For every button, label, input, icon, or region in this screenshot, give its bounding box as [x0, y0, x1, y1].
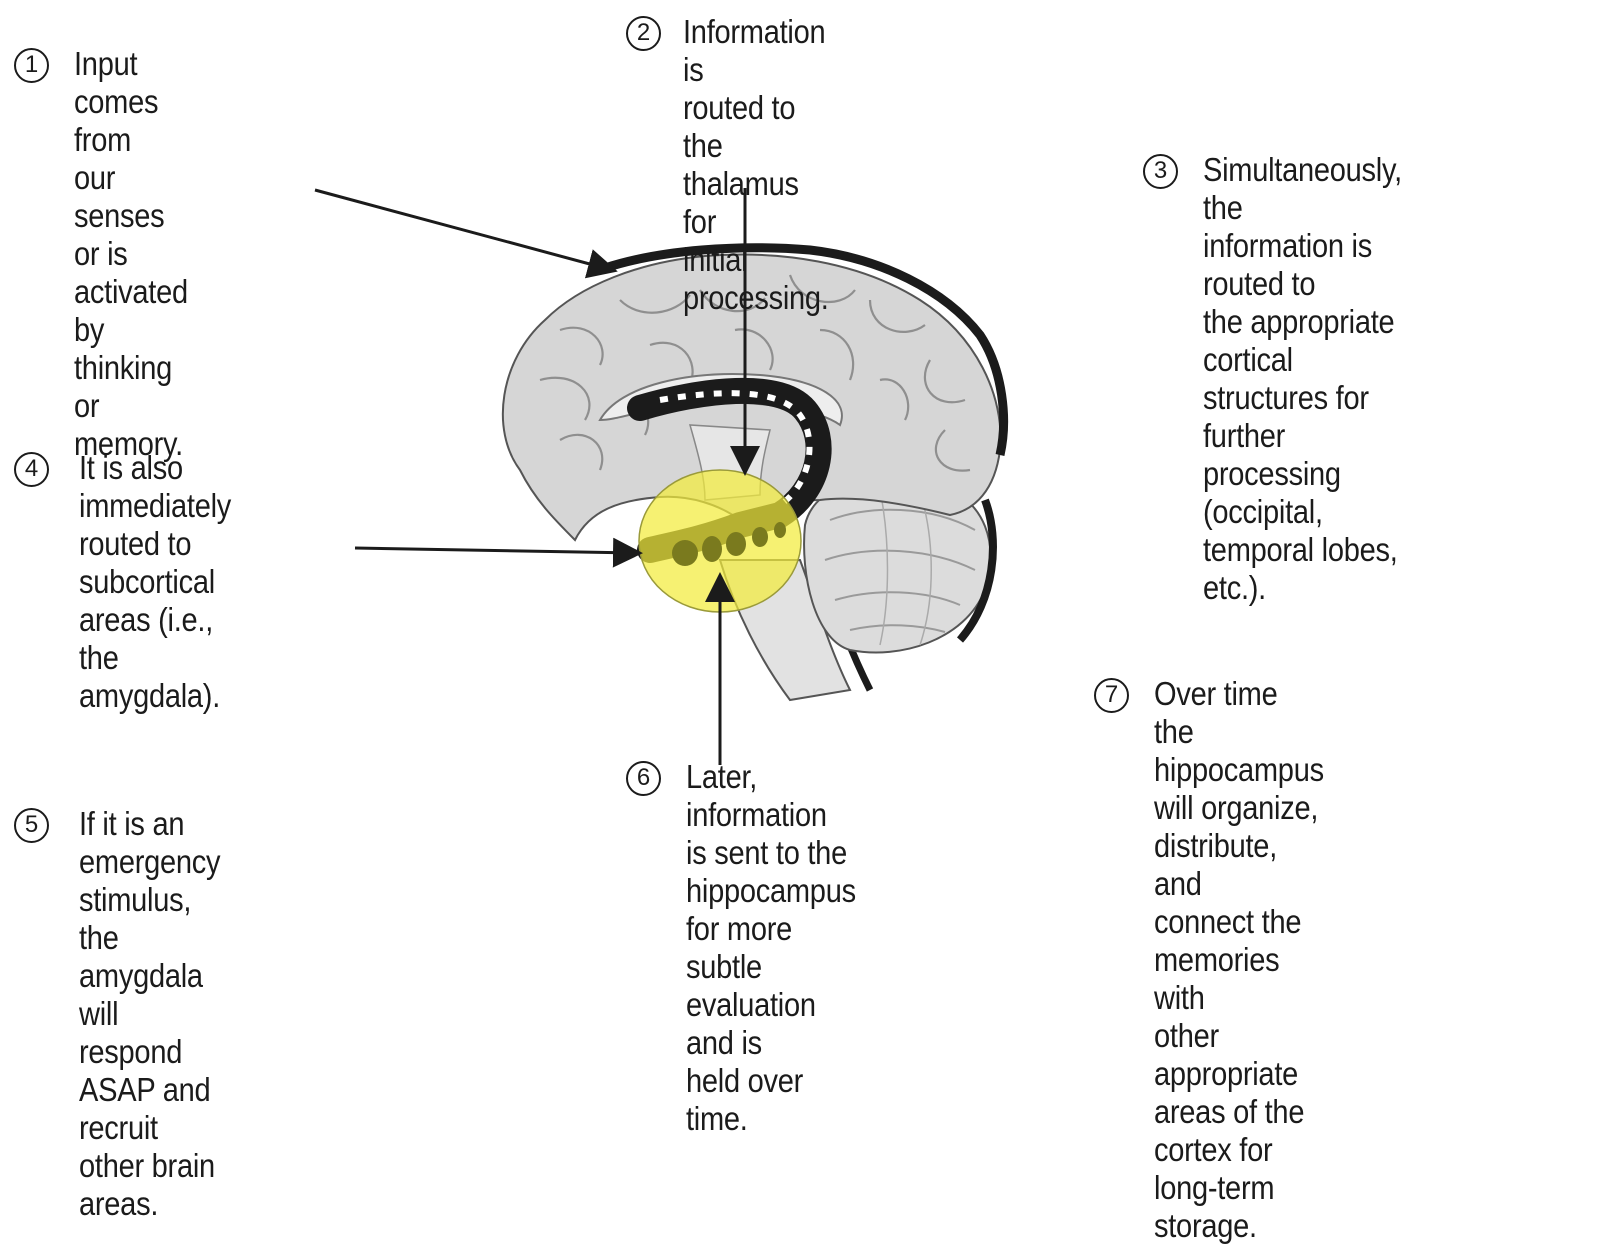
step-3-text: Simultaneously, the information is route…: [1203, 151, 1402, 606]
step-5-number-badge: 5: [14, 808, 49, 843]
step-4-number-badge: 4: [14, 452, 49, 487]
step-5-text: If it is an emergency stimulus, the amyg…: [79, 805, 221, 1222]
arrow-step-4: [354, 537, 643, 568]
step-3-number-badge: 3: [1143, 154, 1178, 189]
step-6-number-badge: 6: [626, 761, 661, 796]
step-2-text: Information is routed to the thalamus fo…: [683, 13, 829, 316]
step-2-number-badge: 2: [626, 16, 661, 51]
step-6-text: Later, information is sent to the hippoc…: [686, 758, 856, 1137]
brain-diagram: [314, 188, 1008, 765]
step-4-text: It is also immediately routed to subcort…: [79, 449, 232, 714]
step-1-number-badge: 1: [14, 48, 49, 83]
cerebellum: [803, 477, 997, 654]
amygdala-segments: [672, 522, 786, 566]
arrow-step-1: [314, 188, 618, 279]
step-7-number-badge: 7: [1094, 678, 1129, 713]
step-7-text: Over time the hippocampus will organize,…: [1154, 675, 1324, 1244]
step-1-text: Input comes from our senses or is activa…: [74, 45, 188, 462]
